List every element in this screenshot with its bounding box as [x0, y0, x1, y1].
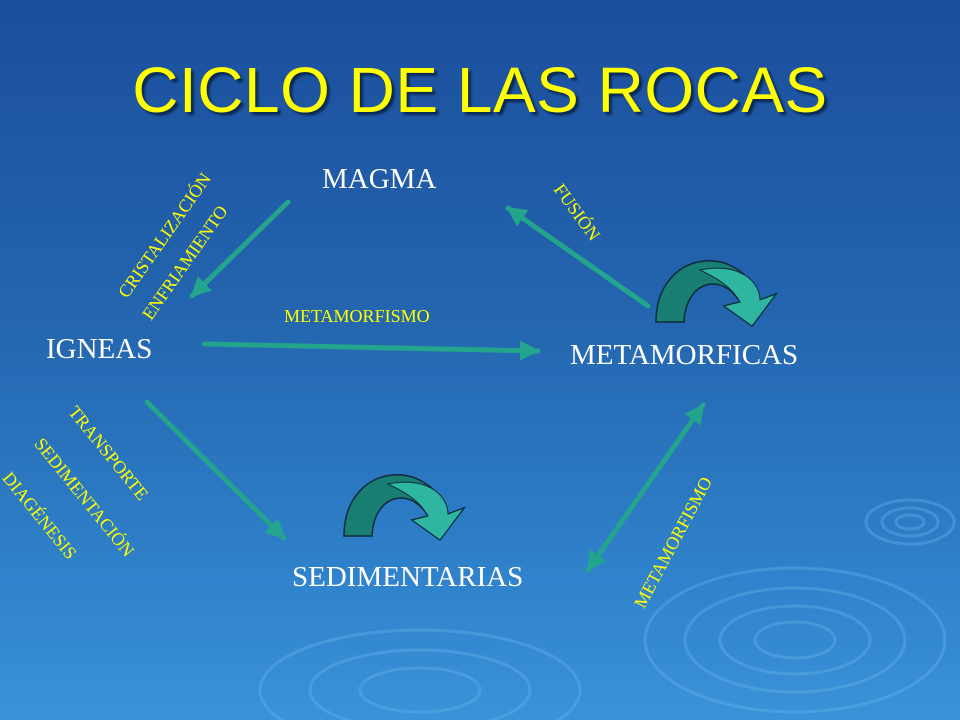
arrow-igneas-to-metamorficas: [201, 340, 541, 361]
node-metamorficas: METAMORFICAS: [570, 339, 799, 371]
page-title: CICLO DE LAS ROCAS: [132, 54, 828, 126]
cycle-arrow-sedimentarias: [343, 474, 467, 542]
arrow-igneas-to-sedimentarias: [144, 399, 287, 541]
arrow-metamorficas-sedimentarias: [585, 402, 706, 573]
label-metamorfismo-top: METAMORFISMO: [284, 306, 430, 326]
node-sedimentarias: SEDIMENTARIAS: [292, 561, 524, 593]
cycle-arrow-metamorficas: [655, 260, 779, 328]
node-igneas: IGNEAS: [46, 333, 153, 365]
arrow-metamorficas-to-magma: [505, 205, 651, 309]
arrow-magma-to-igneas: [189, 199, 291, 299]
node-magma: MAGMA: [322, 163, 437, 195]
